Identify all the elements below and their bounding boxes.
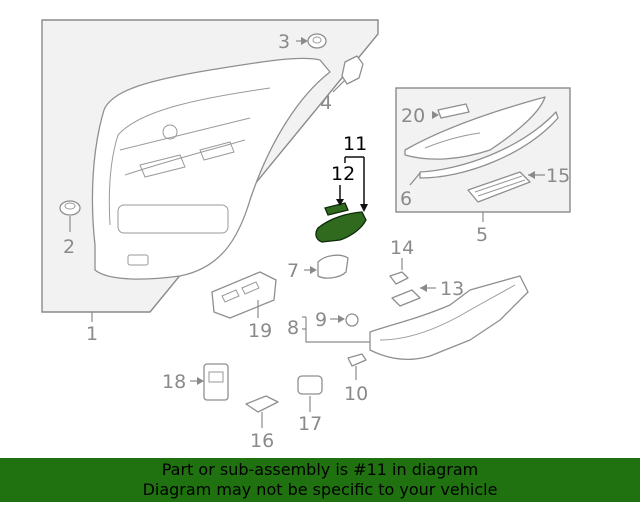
banner-line-part: Part or sub-assembly is #11 in diagram [161,460,479,479]
clip-part-2 [59,200,81,232]
door-trim-panel [91,57,331,280]
callout-3: 3 [278,31,290,53]
callout-16: 16 [250,430,274,452]
callout-14: 14 [390,237,414,259]
callout-17: 17 [298,413,322,435]
screw-part-9 [330,313,359,327]
clip-part-10 [347,353,367,380]
callout-19: 19 [248,320,272,342]
window-switch-part-19 [211,271,277,319]
switch-bezel-part-11 [315,156,368,243]
callout-13: 13 [440,278,464,300]
callout-5: 5 [476,224,488,246]
grommet-part-3 [296,33,327,49]
callout-2: 2 [63,236,75,258]
callout-10: 10 [344,383,368,405]
callout-20: 20 [401,105,425,127]
callout-15: 15 [546,165,570,187]
parts-diagram: 1 2 3 4 5 6 7 8 9 10 11 12 13 14 15 16 1… [41,19,571,452]
armrest-part-8 [302,275,529,361]
callout-4: 4 [320,92,332,114]
callout-6: 6 [400,188,412,210]
handle-part-17 [297,375,323,412]
trim-strip-parts [404,96,559,222]
callout-1: 1 [86,323,98,345]
switch-part-18 [190,363,229,401]
callout-18: 18 [162,371,186,393]
cover-part-7 [304,254,349,279]
callout-7: 7 [287,260,299,282]
callout-12: 12 [331,163,355,185]
callout-9: 9 [315,309,327,331]
bracket-part-4 [332,55,364,93]
callout-8: 8 [287,317,299,339]
part-info-banner: Part or sub-assembly is #11 in diagram D… [0,458,640,502]
banner-line-disclaimer: Diagram may not be specific to your vehi… [142,480,498,499]
bezel-part-16 [245,395,279,428]
callout-11: 11 [343,133,367,155]
switch-parts-13-14 [389,258,436,307]
